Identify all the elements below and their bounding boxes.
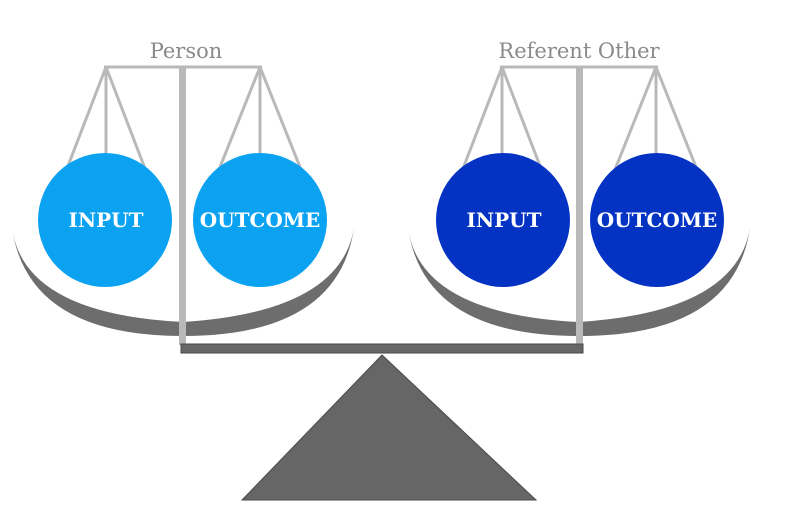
referent-scale-label: Referent Other xyxy=(498,39,660,63)
person-hanger xyxy=(56,65,312,193)
person-scale-label: Person xyxy=(150,39,223,63)
person-scale: Person INPUT OUTCOME xyxy=(12,39,354,345)
fulcrum xyxy=(240,354,538,501)
person-outcome-ball xyxy=(193,153,327,287)
referent-scale: Referent Other INPUT OUTCOME xyxy=(408,39,750,345)
person-outcome-label: OUTCOME xyxy=(200,208,320,232)
referent-input-ball xyxy=(436,153,570,287)
person-pan xyxy=(12,228,354,336)
person-input-ball xyxy=(38,153,172,287)
referent-outcome-label: OUTCOME xyxy=(597,208,717,232)
referent-center-post xyxy=(576,67,583,345)
referent-pan xyxy=(408,228,750,336)
person-center-post xyxy=(179,67,186,345)
balance-beam xyxy=(180,343,584,354)
referent-outcome-ball xyxy=(590,153,724,287)
referent-input-label: INPUT xyxy=(467,208,542,232)
person-input-label: INPUT xyxy=(69,208,144,232)
